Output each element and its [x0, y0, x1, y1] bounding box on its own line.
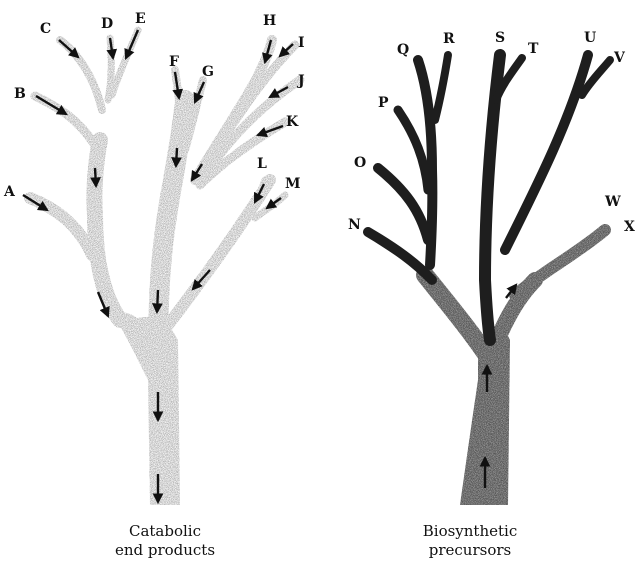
label-r: R	[443, 31, 455, 47]
label-u: U	[584, 30, 596, 46]
label-k: K	[286, 114, 299, 130]
label-m: M	[285, 176, 301, 192]
label-f: F	[169, 54, 179, 70]
right-caption-line1: Biosynthetic	[390, 522, 550, 541]
label-s: S	[495, 30, 505, 46]
label-h: H	[263, 13, 276, 29]
label-q: Q	[397, 42, 409, 58]
label-g: G	[202, 64, 214, 80]
label-v: V	[613, 50, 626, 66]
label-i: I	[298, 35, 305, 51]
label-c: C	[40, 21, 51, 37]
left-caption-line2: end products	[90, 541, 240, 560]
right-branch-w-x	[515, 230, 605, 295]
right-tree	[425, 230, 605, 505]
right-branch-r	[435, 55, 448, 120]
right-dark-branches	[368, 55, 610, 340]
right-branch-p	[398, 110, 428, 190]
label-t: T	[528, 41, 539, 57]
right-branch-o	[378, 168, 428, 240]
arrow	[36, 96, 66, 114]
arrow	[157, 290, 158, 312]
right-caption: Biosynthetic precursors	[390, 522, 550, 560]
right-branch-u	[505, 55, 588, 250]
left-caption-line1: Catabolic	[90, 522, 240, 541]
label-l: L	[257, 156, 267, 172]
left-branch-c	[60, 40, 102, 110]
label-p: P	[378, 95, 389, 111]
arrow	[95, 168, 96, 186]
right-caption-line2: precursors	[390, 541, 550, 560]
label-e: E	[135, 11, 146, 27]
arrow	[176, 148, 177, 166]
arrow	[126, 30, 138, 58]
label-w: W	[604, 194, 621, 210]
label-a: A	[3, 184, 16, 200]
left-tree	[30, 30, 300, 505]
label-j: J	[296, 73, 305, 89]
left-caption: Catabolic end products	[90, 522, 240, 560]
right-branch-n	[368, 232, 432, 280]
label-b: B	[14, 86, 26, 102]
left-branch-b	[35, 96, 98, 150]
label-x: X	[624, 219, 635, 235]
label-n: N	[348, 217, 361, 233]
label-o: O	[354, 155, 366, 171]
label-d: D	[101, 16, 113, 32]
